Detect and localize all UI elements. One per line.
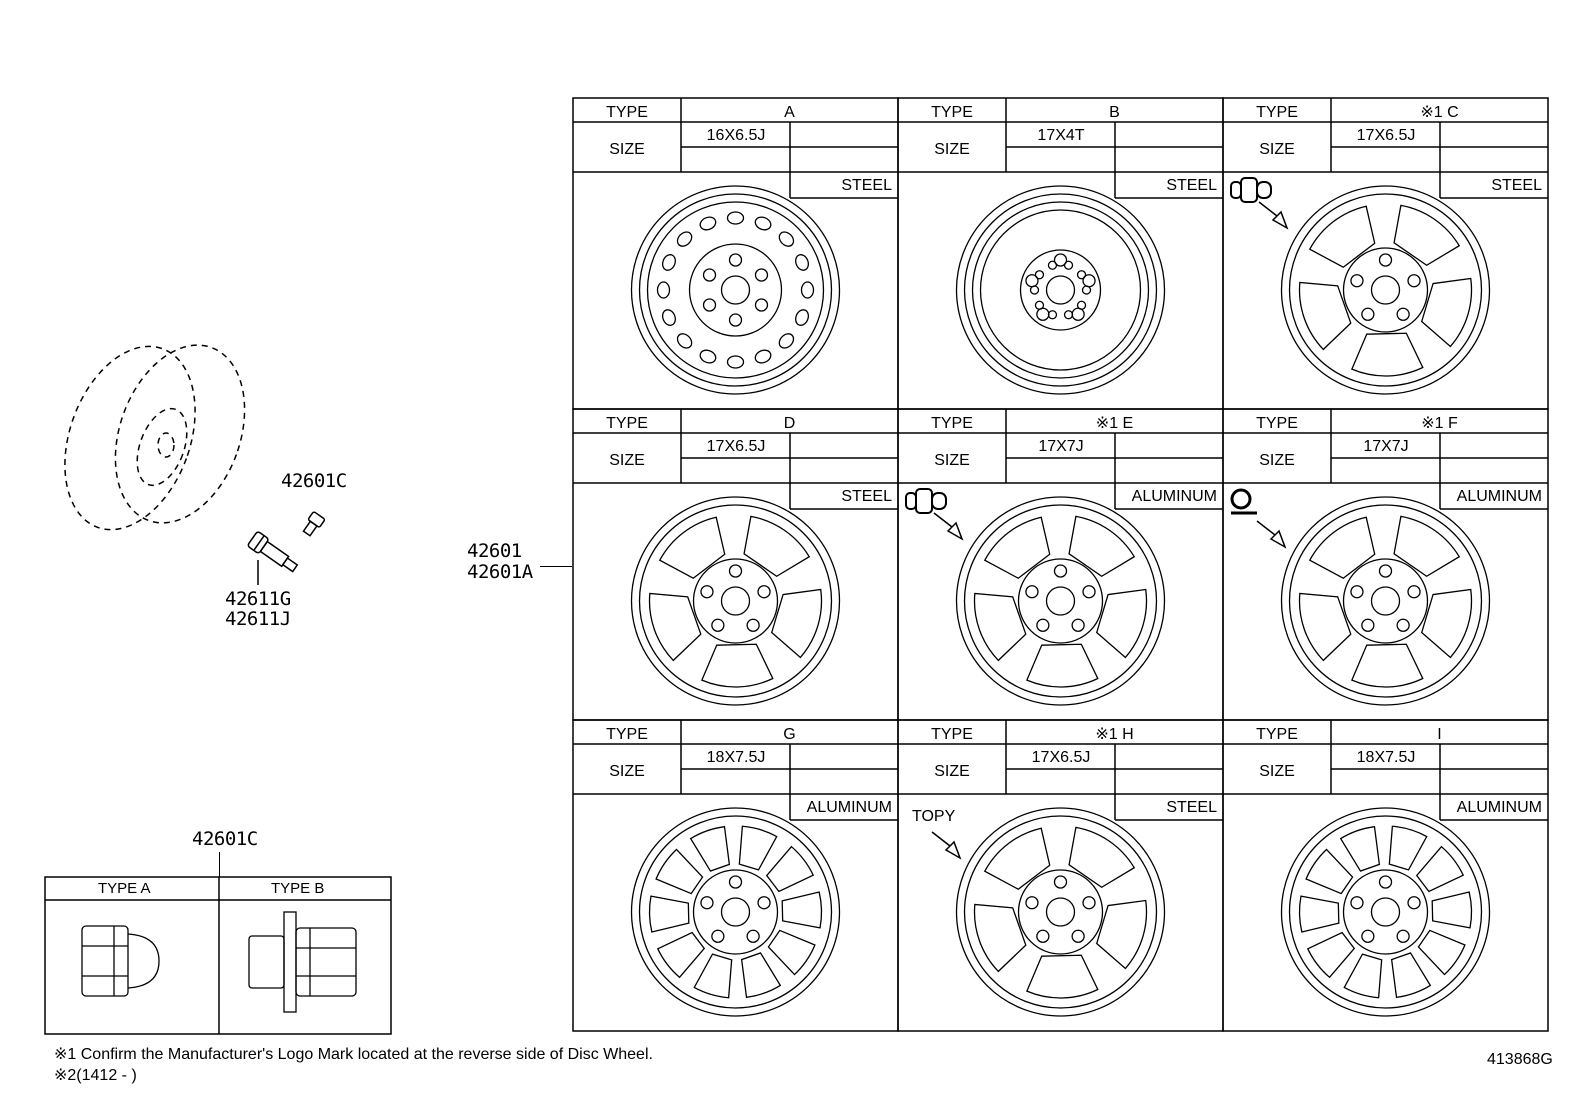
wheel-cell: TYPE SIZE B 17X4T STEEL [897, 97, 1224, 410]
wheel-type-value: B [1109, 104, 1120, 121]
size-header-label: SIZE [609, 141, 645, 158]
wheel-size-value: 17X7J [1363, 438, 1408, 455]
size-header-label: SIZE [609, 763, 645, 780]
wheel-material-value: STEEL [841, 177, 892, 194]
wheel-cell: TYPE SIZE G 18X7.5J ALUMINUM [572, 719, 899, 1032]
wheel-size-value: 18X7.5J [707, 749, 766, 766]
size-header-label: SIZE [1259, 452, 1295, 469]
wheel-type-value: ※1 H [1095, 726, 1133, 743]
nut-type-b-label: TYPE B [271, 880, 325, 897]
type-header-label: TYPE [606, 726, 648, 743]
type-header-label: TYPE [931, 415, 973, 432]
wheel-marker-text: TOPY [912, 808, 956, 825]
wheel-cell: TYPE SIZE I 18X7.5J ALUMINUM [1222, 719, 1549, 1032]
size-header-label: SIZE [1259, 763, 1295, 780]
valve-stem-illustration [247, 511, 326, 585]
size-header-label: SIZE [934, 141, 970, 158]
wheel-size-value: 17X4T [1037, 127, 1084, 144]
wheel-cell: TYPE SIZE A 16X6.5J STEEL [572, 97, 899, 410]
wheel-cell: TYPE SIZE ※1 E 17X7J ALUMINUM [897, 408, 1224, 721]
type-header-label: TYPE [1256, 726, 1298, 743]
wheel-type-value: A [784, 104, 795, 121]
callout-valve-cap: 42601C [281, 470, 347, 492]
wheel-size-value: 17X6.5J [707, 438, 766, 455]
wheel-cell: TYPE SIZE D 17X6.5J STEEL [572, 408, 899, 721]
wheel-size-value: 17X6.5J [1032, 749, 1091, 766]
wheel-type-value: ※1 C [1420, 104, 1458, 121]
wheel-material-value: STEEL [1166, 799, 1217, 816]
wheel-type-value: D [784, 415, 796, 432]
callout-valve-42611j: 42611J [225, 608, 291, 630]
wheel-material-value: ALUMINUM [1132, 488, 1217, 505]
type-header-label: TYPE [606, 104, 648, 121]
wheel-material-value: ALUMINUM [807, 799, 892, 816]
wheel-type-value: I [1437, 726, 1441, 743]
wheel-material-value: ALUMINUM [1457, 488, 1542, 505]
nut-type-a-icon [81, 925, 160, 997]
wheel-cell: TYPE SIZE ※1 F 17X7J ALUMINUM [1222, 408, 1549, 721]
wheel-type-value: ※1 F [1421, 415, 1458, 432]
wheel-size-value: 18X7.5J [1357, 749, 1416, 766]
callout-wheel-42601a: 42601A [467, 561, 533, 583]
type-header-label: TYPE [931, 726, 973, 743]
nut-type-a-label: TYPE A [98, 880, 151, 897]
diagram-id: 413868G [1487, 1051, 1553, 1068]
callout-valve-42611g: 42611G [225, 588, 291, 610]
type-header-label: TYPE [931, 104, 973, 121]
type-header-label: TYPE [1256, 415, 1298, 432]
wheel-size-value: 17X6.5J [1357, 127, 1416, 144]
wheel-type-value: G [783, 726, 795, 743]
type-header-label: TYPE [606, 415, 648, 432]
wheel-material-value: STEEL [841, 488, 892, 505]
wheel-material-value: STEEL [1166, 177, 1217, 194]
type-header-label: TYPE [1256, 104, 1298, 121]
nut-type-b-icon [248, 911, 357, 1013]
size-header-label: SIZE [1259, 141, 1295, 158]
wheel-size-value: 17X7J [1038, 438, 1083, 455]
nut-title-leader [219, 852, 220, 877]
wheel-type-value: ※1 E [1096, 415, 1133, 432]
size-header-label: SIZE [609, 452, 645, 469]
wheel-assembly-illustration [64, 344, 246, 531]
callout-wheel-42601: 42601 [467, 540, 522, 562]
leader-line [540, 566, 572, 567]
size-header-label: SIZE [934, 452, 970, 469]
size-header-label: SIZE [934, 763, 970, 780]
wheel-type-table: TYPE SIZE A 16X6.5J STEEL TYPE SIZE B 17X4T STEEL… [572, 97, 1549, 1036]
nut-table-title: 42601C [192, 828, 258, 850]
wheel-material-value: STEEL [1491, 177, 1542, 194]
wheel-size-value: 16X6.5J [707, 127, 766, 144]
footnote-1: ※1 Confirm the Manufacturer's Logo Mark … [54, 1046, 653, 1063]
wheel-grid-svg: TYPE SIZE A 16X6.5J STEEL TYPE SIZE B 17X4T STEEL… [572, 97, 1549, 1032]
wheel-material-value: ALUMINUM [1457, 799, 1542, 816]
nut-table [44, 876, 392, 1035]
footnote-2: ※2(1412 - ) [54, 1067, 137, 1084]
